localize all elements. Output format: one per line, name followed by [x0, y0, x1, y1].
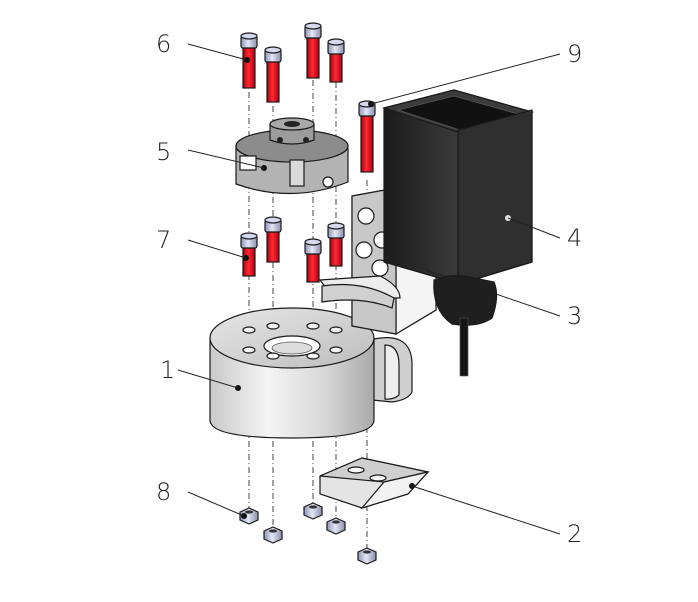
- nuts-group-8: [239, 502, 377, 565]
- leader-9: [370, 53, 561, 105]
- screw-6a: [240, 32, 258, 89]
- part-1-housing: [209, 307, 413, 439]
- screw-6b: [264, 46, 282, 103]
- callout-2: 2: [567, 520, 582, 548]
- leader-6: [187, 43, 248, 61]
- part-5-adapter: [235, 117, 349, 195]
- screws-group-7: [240, 216, 345, 283]
- leader-5: [187, 149, 265, 169]
- leader-lines: [177, 43, 561, 535]
- leader-1: [177, 369, 239, 389]
- callout-5: 5: [156, 138, 171, 166]
- nut-8c: [303, 502, 323, 520]
- screw-6d: [327, 38, 345, 83]
- leader-8: [187, 491, 245, 517]
- nut-8d: [326, 517, 346, 535]
- nut-8b: [263, 526, 283, 544]
- screw-7c: [304, 238, 322, 283]
- callout-3: 3: [567, 302, 582, 330]
- screw-6c: [304, 22, 322, 79]
- screws-group-6: [240, 22, 345, 103]
- part-4-motor: [381, 89, 535, 377]
- callout-4: 4: [567, 224, 582, 252]
- nut-8a: [239, 507, 259, 525]
- nut-8e: [357, 547, 377, 565]
- callout-1: 1: [160, 356, 175, 384]
- leader-2: [411, 485, 561, 535]
- screw-7d: [327, 222, 345, 267]
- screw-7a: [240, 232, 258, 277]
- callout-9: 9: [567, 40, 582, 68]
- callout-6: 6: [156, 30, 171, 58]
- screw-9: [358, 100, 376, 173]
- leader-4: [507, 217, 561, 239]
- leader-3: [425, 269, 561, 317]
- leader-7: [187, 239, 247, 259]
- part-2-clamp: [319, 457, 430, 510]
- screw-7b: [264, 216, 282, 263]
- callout-7: 7: [156, 226, 171, 254]
- callout-labels: 6 5 7 1 8 9 4 3 2: [156, 30, 582, 548]
- callout-8: 8: [156, 478, 171, 506]
